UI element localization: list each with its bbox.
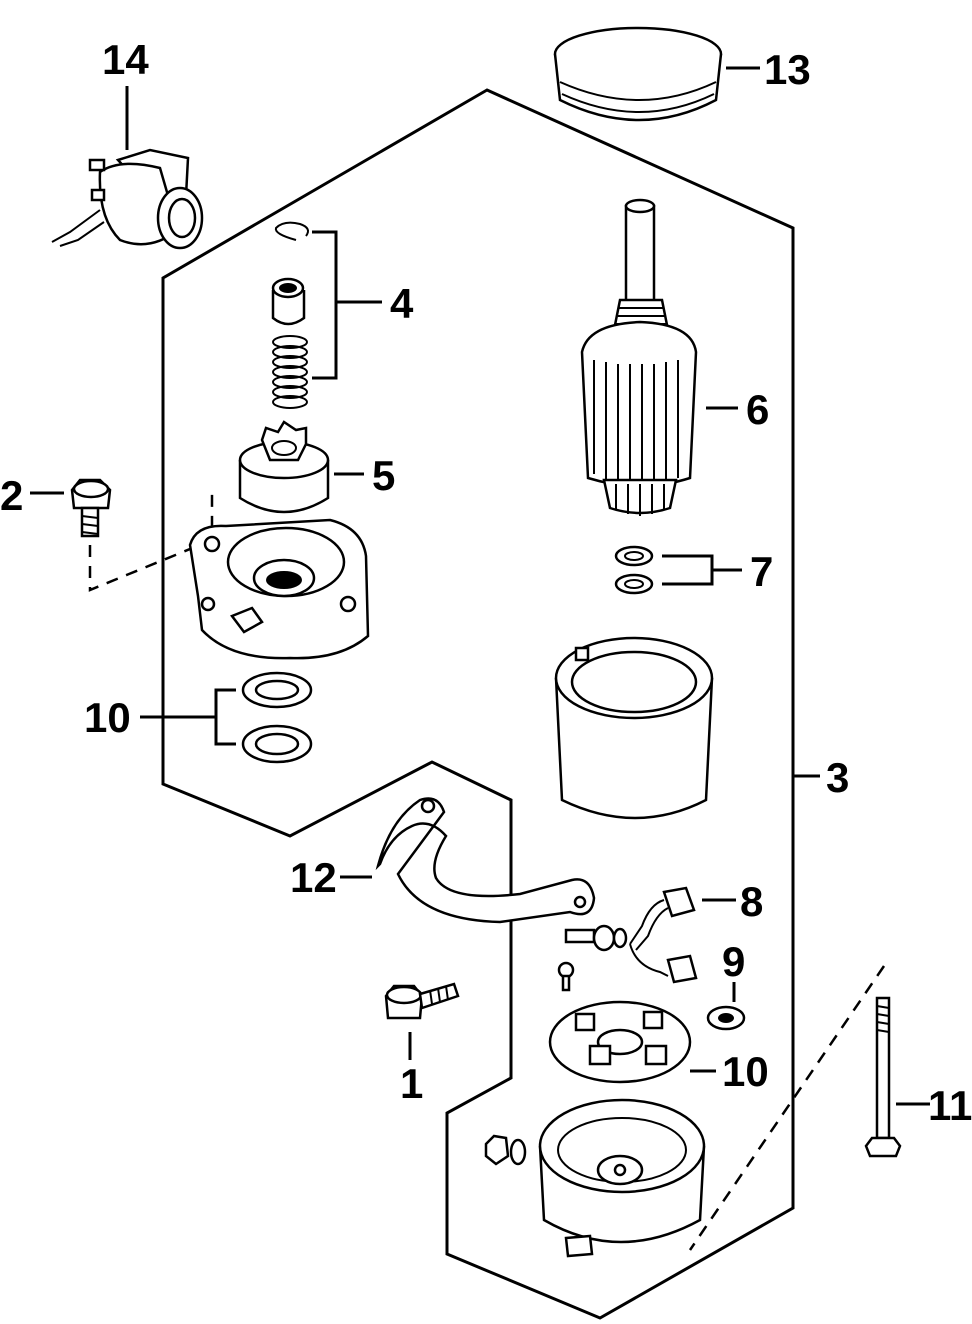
part-8-brushes (564, 886, 698, 984)
part-4-spring (272, 335, 308, 409)
callout-3: 3 (826, 754, 849, 801)
part-11-through-bolt (864, 996, 902, 1158)
callout-10-lower: 10 (722, 1048, 769, 1095)
part-5-pinion (238, 420, 330, 514)
callout-4: 4 (390, 280, 414, 327)
brush-plate-screw (557, 961, 575, 992)
part-10-brush-holder (548, 1000, 692, 1084)
rear-end-housing (538, 1098, 706, 1258)
callout-9: 9 (722, 938, 745, 985)
part-10-washer-lower (241, 724, 313, 764)
callout-7: 7 (750, 548, 773, 595)
part-4-snap-ring (274, 221, 309, 241)
callout-13: 13 (764, 46, 811, 93)
callout-12: 12 (290, 854, 337, 901)
yoke-frame (554, 636, 714, 820)
part-10-washer-upper (241, 671, 313, 709)
part-4-sleeve (271, 277, 306, 326)
callout-5: 5 (372, 452, 395, 499)
assembly-outline (161, 88, 795, 1320)
callout-2: 2 (0, 472, 23, 519)
callout-6: 6 (746, 386, 769, 433)
drive-end-housing (188, 518, 370, 660)
part-7-washers (614, 545, 654, 595)
part-1-bolt (384, 982, 460, 1020)
callout-10-upper: 10 (84, 694, 131, 741)
part-2-bolt (70, 478, 112, 538)
part-12-strap (375, 797, 596, 924)
callout-8: 8 (740, 878, 763, 925)
callout-14: 14 (102, 36, 149, 83)
rear-housing-nut-washer (484, 1134, 527, 1166)
part-6-armature (580, 198, 698, 516)
part-13-band (553, 26, 723, 122)
callout-1: 1 (400, 1060, 423, 1107)
callout-11: 11 (928, 1082, 972, 1129)
part-14-solenoid (51, 148, 204, 250)
part-9-grommet (706, 1005, 746, 1031)
